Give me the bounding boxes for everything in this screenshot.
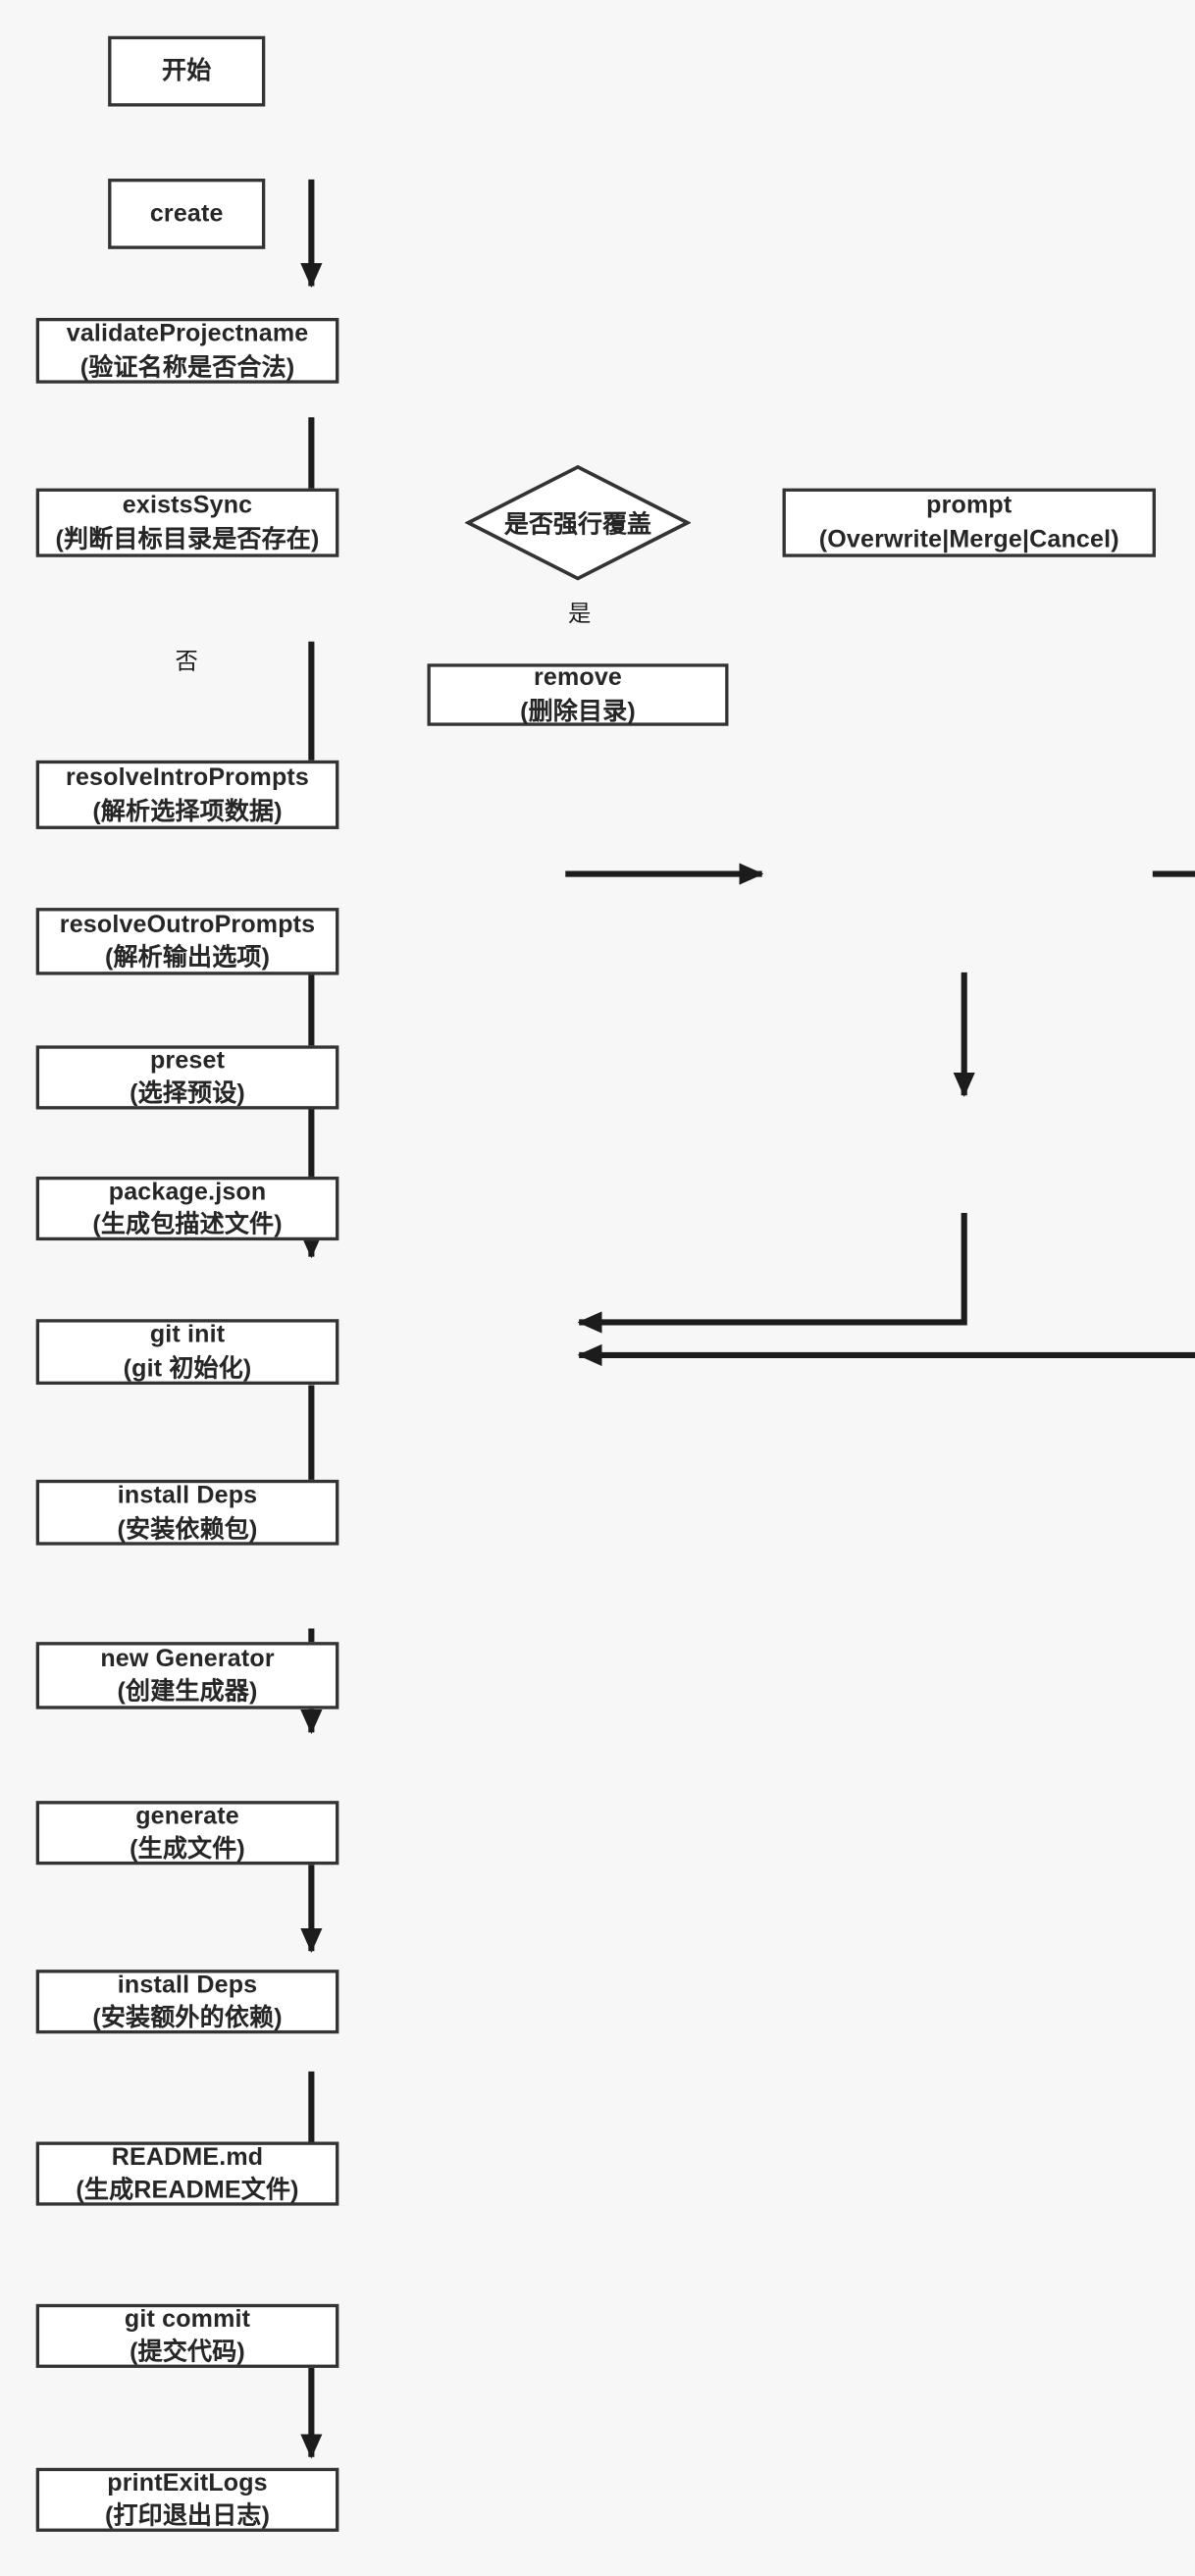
node-start[interactable]: 开始 xyxy=(108,35,266,107)
node-preset-sublabel: (选择预设) xyxy=(130,1079,245,1108)
node-remove-label: remove xyxy=(533,663,623,693)
node-generate-sublabel: (生成文件) xyxy=(130,1835,245,1864)
node-install-deps-label: install Deps xyxy=(117,1482,258,1510)
node-readme-md[interactable]: README.md (生成README文件) xyxy=(35,2141,339,2206)
edge-prompt-introprompts xyxy=(577,1343,1195,1367)
edge-label-yes: 是 xyxy=(564,600,595,626)
node-readme-md-sublabel: (生成README文件) xyxy=(76,2176,299,2204)
node-package-json[interactable]: package.json (生成包描述文件) xyxy=(35,1176,339,1241)
node-preset-label: preset xyxy=(149,1046,226,1076)
node-validate-projectname[interactable]: validateProjectname (验证名称是否合法) xyxy=(35,317,339,384)
node-generate-label: generate xyxy=(135,1802,239,1830)
node-new-generator-sublabel: (创建生成器) xyxy=(117,1677,258,1707)
node-readme-md-label: README.md xyxy=(111,2142,264,2172)
node-resolve-intro-prompts[interactable]: resolveIntroPrompts (解析选择项数据) xyxy=(35,760,339,829)
node-git-commit[interactable]: git commit (提交代码) xyxy=(35,2303,339,2368)
node-git-commit-label: git commit xyxy=(124,2305,251,2334)
node-resolve-intro-prompts-sublabel: (解析选择项数据) xyxy=(92,797,283,825)
edge-remove-introprompts xyxy=(577,1213,967,1334)
node-install-deps-extra[interactable]: install Deps (安装额外的依赖) xyxy=(35,1970,339,2034)
node-preset[interactable]: preset (选择预设) xyxy=(35,1045,339,1110)
node-install-deps-sublabel: (安装依赖包) xyxy=(117,1514,258,1544)
node-prompt-options: (Overwrite|Merge|Cancel) xyxy=(818,525,1119,553)
node-prompt-label: prompt xyxy=(926,492,1013,520)
node-new-generator-label: new Generator xyxy=(100,1645,275,1673)
node-remove[interactable]: remove (删除目录) xyxy=(427,663,729,726)
node-start-label: 开始 xyxy=(161,57,212,85)
node-resolve-outro-prompts-sublabel: (解析输出选项) xyxy=(104,943,271,973)
node-print-exit-logs-label: printExitLogs xyxy=(107,2469,268,2497)
node-print-exit-logs[interactable]: printExitLogs (打印退出日志) xyxy=(35,2467,339,2532)
node-exists-sync[interactable]: existsSync (判断目标目录是否存在) xyxy=(35,488,339,557)
diamond-shape xyxy=(465,464,691,582)
node-git-init-label: git init xyxy=(149,1321,226,1349)
node-git-init[interactable]: git init (git 初始化) xyxy=(35,1319,339,1386)
node-create[interactable]: create xyxy=(108,179,266,249)
node-validate-projectname-sublabel: (验证名称是否合法) xyxy=(79,352,295,382)
node-package-json-label: package.json xyxy=(108,1178,267,1206)
node-exists-sync-sublabel: (判断目标目录是否存在) xyxy=(55,525,320,553)
node-generate[interactable]: generate (生成文件) xyxy=(35,1801,339,1866)
node-validate-projectname-label: validateProjectname xyxy=(66,320,309,348)
node-remove-sublabel: (删除目录) xyxy=(520,697,636,725)
node-new-generator[interactable]: new Generator (创建生成器) xyxy=(35,1642,339,1709)
node-create-label: create xyxy=(149,199,224,228)
node-print-exit-logs-sublabel: (打印退出日志) xyxy=(104,2501,271,2531)
node-resolve-outro-prompts[interactable]: resolveOutroPrompts (解析输出选项) xyxy=(35,908,339,975)
node-decision-force-overwrite-label: 是否强行覆盖 xyxy=(503,510,652,539)
node-resolve-outro-prompts-label: resolveOutroPrompts xyxy=(59,911,316,939)
node-exists-sync-label: existsSync xyxy=(122,492,253,520)
edge-label-no: 否 xyxy=(172,647,202,674)
node-package-json-sublabel: (生成包描述文件) xyxy=(92,1211,283,1239)
node-install-deps-extra-sublabel: (安装额外的依赖) xyxy=(92,2004,283,2032)
node-install-deps[interactable]: install Deps (安装依赖包) xyxy=(35,1479,339,1546)
node-git-commit-sublabel: (提交代码) xyxy=(130,2338,245,2367)
node-resolve-intro-prompts-label: resolveIntroPrompts xyxy=(66,763,310,793)
node-decision-force-overwrite[interactable]: 是否强行覆盖 xyxy=(465,464,691,582)
node-git-init-sublabel: (git 初始化) xyxy=(123,1354,252,1383)
node-prompt[interactable]: prompt (Overwrite|Merge|Cancel) xyxy=(782,488,1156,557)
node-install-deps-extra-label: install Deps xyxy=(117,1971,258,1999)
